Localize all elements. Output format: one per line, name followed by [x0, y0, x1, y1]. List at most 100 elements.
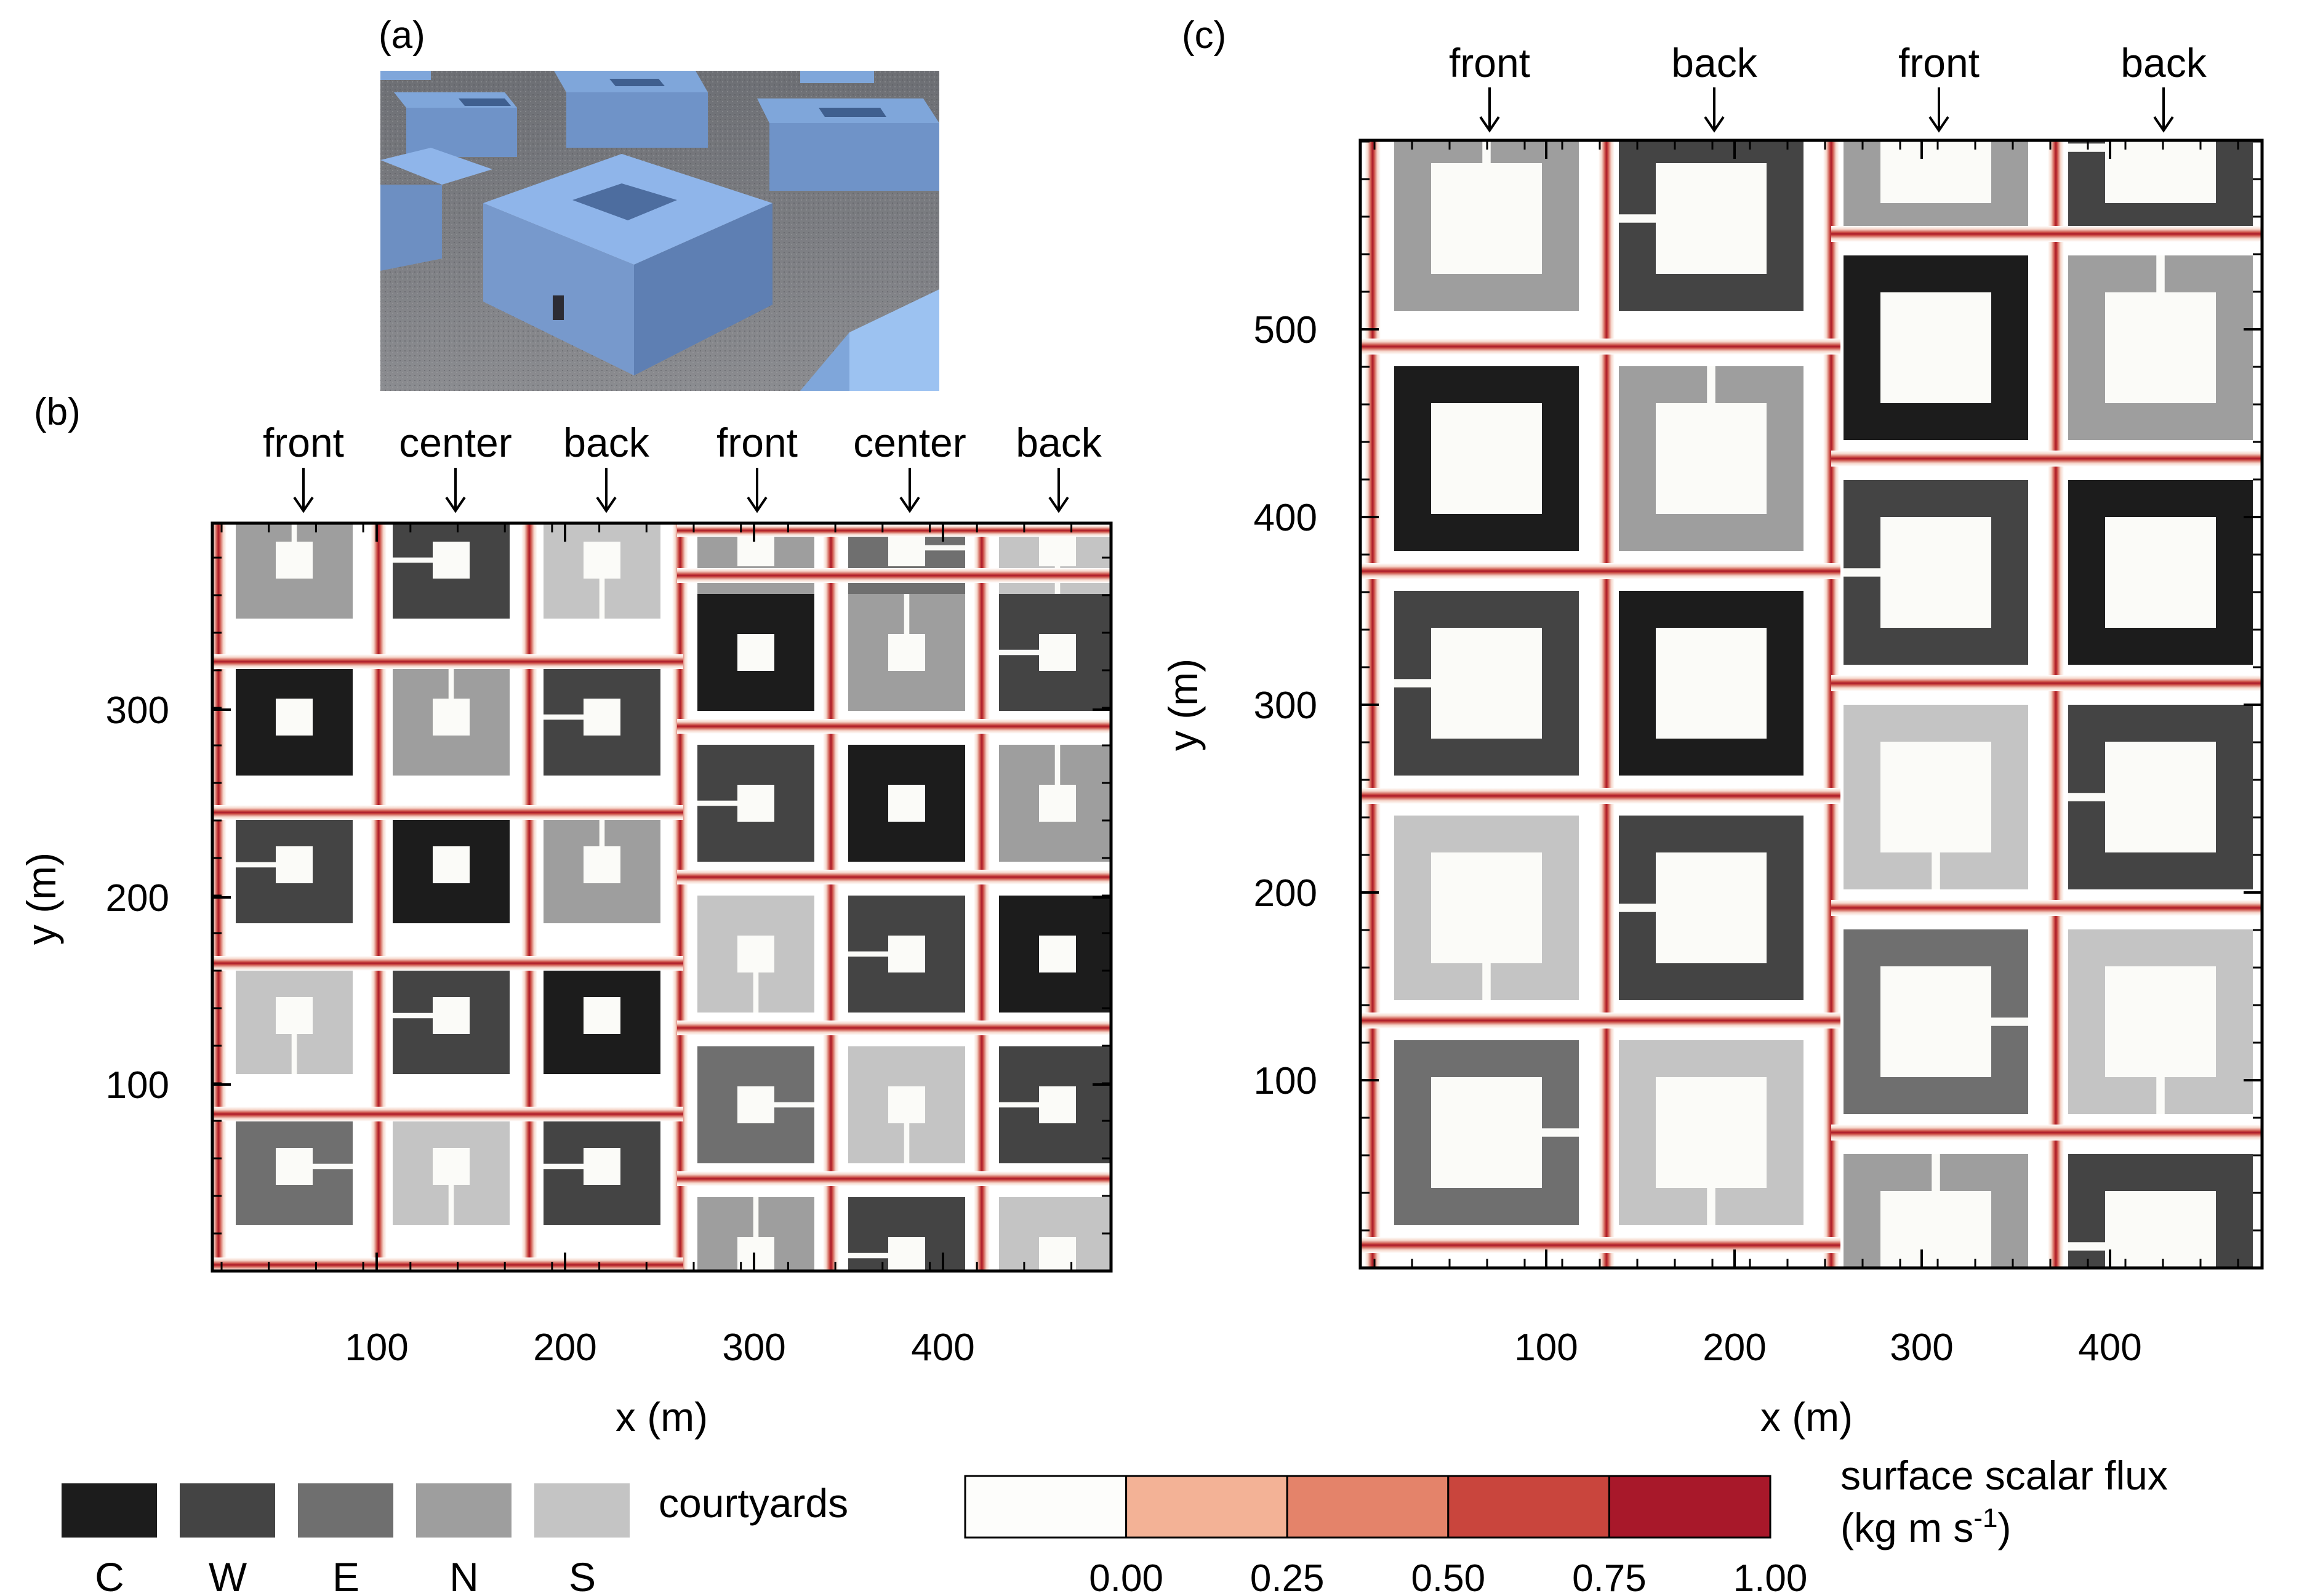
- courtyard-void: [1656, 403, 1767, 514]
- courtyard-void: [1431, 163, 1542, 274]
- panel-b-xlabel: x (m): [616, 1394, 708, 1440]
- courtyard-opening: [291, 523, 297, 542]
- courtyard-void: [1656, 628, 1767, 739]
- courtyard-void: [276, 846, 313, 883]
- colorbar-title-line2: (kg m s-1): [1840, 1503, 2011, 1550]
- courtyard-opening: [1054, 566, 1061, 606]
- legend-swatch: [416, 1483, 512, 1538]
- courtyard-void: [433, 1148, 470, 1185]
- panel-c-ytick-label: 500: [1254, 309, 1317, 351]
- courtyard-opening: [599, 578, 605, 619]
- courtyard-opening: [1482, 140, 1491, 164]
- courtyard-void: [584, 997, 620, 1034]
- courtyard-void: [737, 1237, 774, 1271]
- legend-label: W: [209, 1554, 247, 1596]
- street-flux-vertical: [823, 523, 839, 1271]
- legend-swatch: [298, 1483, 393, 1538]
- street-flux-horizontal: [212, 1107, 683, 1121]
- courtyard-void: [276, 1148, 313, 1185]
- courtyard-void: [1880, 517, 1991, 628]
- courtyard-opening: [1394, 679, 1432, 688]
- legend-swatch: [62, 1483, 157, 1538]
- courtyard-void: [1431, 628, 1542, 739]
- panel-c-column-label: front: [1449, 40, 1530, 86]
- courtyard-void: [1039, 936, 1076, 972]
- courtyard-opening: [1619, 214, 1656, 223]
- courtyard-opening: [1707, 1187, 1715, 1225]
- courtyard-void: [276, 542, 313, 579]
- street-flux-horizontal: [1360, 1013, 1840, 1029]
- street-flux-horizontal: [677, 524, 1111, 537]
- street-flux-horizontal: [677, 1021, 1111, 1035]
- colorbar-title-unit: (kg m s: [1840, 1505, 1973, 1550]
- courtyard-void: [1656, 163, 1767, 274]
- courtyard-void: [888, 1237, 925, 1271]
- courtyard-void: [433, 542, 470, 579]
- courtyard-void: [1656, 1077, 1767, 1188]
- colorbar-segment: [1608, 1475, 1771, 1539]
- panel-b-column-label: center: [399, 420, 512, 465]
- street-flux-horizontal: [1360, 339, 1840, 355]
- street-flux-vertical: [1599, 140, 1615, 1268]
- panel-c-ytick-label: 400: [1254, 497, 1317, 539]
- colorbar-segment: [1447, 1475, 1610, 1539]
- panel-b-column-label: front: [263, 420, 344, 465]
- courtyard-opening: [2156, 1077, 2165, 1114]
- courtyard-opening: [1055, 1273, 1061, 1314]
- courtyard-opening: [448, 659, 454, 699]
- courtyard-void: [1431, 852, 1542, 963]
- courtyard-void: [2105, 966, 2216, 1077]
- street-flux-vertical: [672, 523, 688, 1271]
- colorbar-tick-label: 0.50: [1411, 1557, 1485, 1596]
- courtyard-void: [1656, 852, 1767, 963]
- colorbar-segment: [964, 1475, 1128, 1539]
- courtyard-opening: [2068, 793, 2106, 801]
- courtyard-void: [2105, 742, 2216, 852]
- panel-c-xtick-label: 400: [2078, 1326, 2141, 1369]
- courtyard-void: [888, 1086, 925, 1123]
- legend-label: S: [569, 1554, 596, 1596]
- courtyard-opening: [1932, 852, 1940, 889]
- panel-b-ytick-label: 200: [106, 877, 169, 920]
- colorbar-segment: [1286, 1475, 1450, 1539]
- courtyard-void: [737, 936, 774, 972]
- panel-c-xtick-label: 100: [1514, 1326, 1578, 1369]
- courtyard-void: [433, 699, 470, 736]
- panel-c-ylabel: y (m): [1160, 659, 1206, 751]
- courtyard-void: [1039, 1237, 1076, 1271]
- courtyard-opening: [753, 1197, 759, 1238]
- panel-b-xtick-label: 300: [722, 1326, 785, 1369]
- courtyard-opening: [999, 1102, 1040, 1108]
- courtyard-void: [276, 997, 313, 1034]
- panel-c-ytick-label: 100: [1254, 1060, 1317, 1102]
- courtyard-void: [2105, 1191, 2216, 1268]
- panel-c-ytick-label: 300: [1254, 684, 1317, 727]
- street-flux-horizontal: [212, 956, 683, 971]
- courtyard-void: [1880, 292, 1991, 403]
- street-flux-horizontal: [1831, 226, 2262, 242]
- colorbar-tick-label: 0.25: [1250, 1557, 1325, 1596]
- courtyard-opening: [697, 800, 738, 806]
- courtyard-opening: [2156, 255, 2165, 293]
- courtyard-opening: [904, 1123, 910, 1163]
- street-flux-horizontal: [677, 719, 1111, 734]
- courtyard-void: [584, 699, 620, 736]
- courtyard-opening: [1991, 1017, 2028, 1026]
- panel-b-xtick-label: 400: [911, 1326, 974, 1369]
- courtyard-void: [1039, 785, 1076, 822]
- colorbar-segment: [1125, 1475, 1288, 1539]
- panel-b-ytick-label: 100: [106, 1064, 169, 1107]
- courtyard-void: [584, 542, 620, 579]
- courtyard-void: [737, 634, 774, 671]
- courtyard-void: [1880, 966, 1991, 1077]
- courtyard-void: [888, 634, 925, 671]
- street-flux-horizontal: [677, 1171, 1111, 1186]
- courtyard-void: [2105, 292, 2216, 403]
- panel-c-label: (c): [1182, 14, 1226, 57]
- panel-c-column-label: back: [1671, 40, 1757, 86]
- street-flux-horizontal: [1831, 1125, 2262, 1141]
- colorbar-tick-label: 1.00: [1733, 1557, 1808, 1596]
